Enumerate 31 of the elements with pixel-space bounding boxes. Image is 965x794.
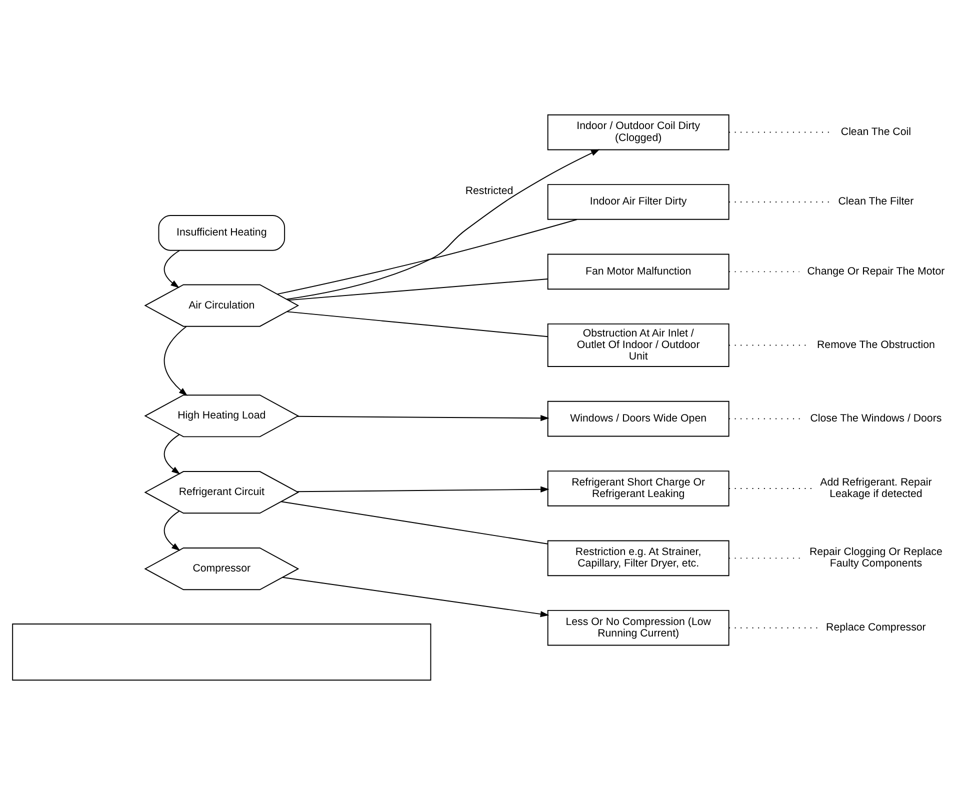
node-text: Add Refrigerant. Repair Leakage if detected [820, 476, 932, 500]
arrow [296, 486, 550, 492]
node-box: Indoor Air Filter Dirty [547, 184, 730, 220]
connector [288, 278, 548, 300]
node-text: Close The Windows / Doors [810, 412, 942, 424]
node-text: Clean The Filter [838, 195, 914, 208]
arrow [286, 148, 600, 300]
connector [286, 310, 548, 337]
node-box: Fan Motor Malfunction [547, 253, 730, 290]
node-box: Obstruction At Air Inlet / Outlet Of Indoor / Outdoor Unit [547, 322, 730, 366]
connector [280, 500, 548, 544]
node-box: Refrigerant Short Charge Or Refrigerant Leaking [547, 470, 730, 506]
arrow [164, 510, 180, 550]
node-text: Remove The Obstruction [816, 338, 935, 350]
arrow [296, 414, 550, 421]
arrow [164, 434, 180, 474]
node-text: Repair Clogging Or Replace Faulty Components [810, 546, 942, 570]
node-text: Replace Compressor [826, 621, 926, 634]
node-box: Indoor / Outdoor Coil Dirty (Clogged) [547, 114, 730, 150]
node-box: Windows / Doors Wide Open [547, 400, 730, 436]
connector [277, 218, 578, 294]
arrow [164, 250, 180, 288]
node-text: Change Or Repair The Motor [807, 264, 945, 277]
node-box: Less Or No Compression (Low Running Current) [547, 609, 730, 646]
node-box: Insufficient Heating [158, 214, 286, 250]
node-box [12, 623, 432, 680]
arrow [164, 326, 188, 396]
node-text: Clean The Coil [840, 126, 911, 138]
arrow [282, 576, 550, 617]
node-box: Restriction e.g. At Strainer, Capillary, Filter Dryer, etc. [547, 540, 730, 576]
edge-label: Restricted [465, 184, 514, 197]
